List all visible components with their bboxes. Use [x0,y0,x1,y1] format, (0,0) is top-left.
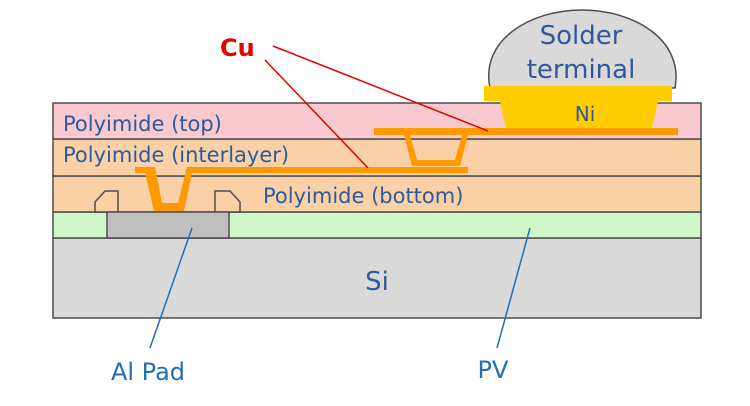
ni-layer [484,86,672,128]
pv-leader-line [496,227,531,349]
si-substrate [52,237,702,319]
ni-label: Ni [575,102,596,126]
al-pad [106,211,230,239]
pv-label: PV [478,356,509,384]
cu-interlayer-trace [190,167,468,173]
cu-leader-line-1 [272,45,489,132]
polyimide-bottom-bump-right [214,190,241,213]
al-pad-label: Al Pad [111,358,185,386]
solder-label-line2: terminal [527,55,636,85]
si-label: Si [365,267,389,297]
al-pad-leader-line [149,227,193,349]
cu-via-top [374,128,678,166]
polyimide-top-label: Polyimide (top) [63,112,222,136]
cu-leader-line-2 [264,59,369,169]
solder-terminal [487,9,677,89]
cu-label: Cu [220,34,255,62]
cu-via-bottom [135,167,200,211]
polyimide-bottom-label: Polyimide (bottom) [263,184,463,208]
polyimide-interlayer-label: Polyimide (interlayer) [63,143,289,167]
solder-label-line1: Solder [540,21,623,51]
